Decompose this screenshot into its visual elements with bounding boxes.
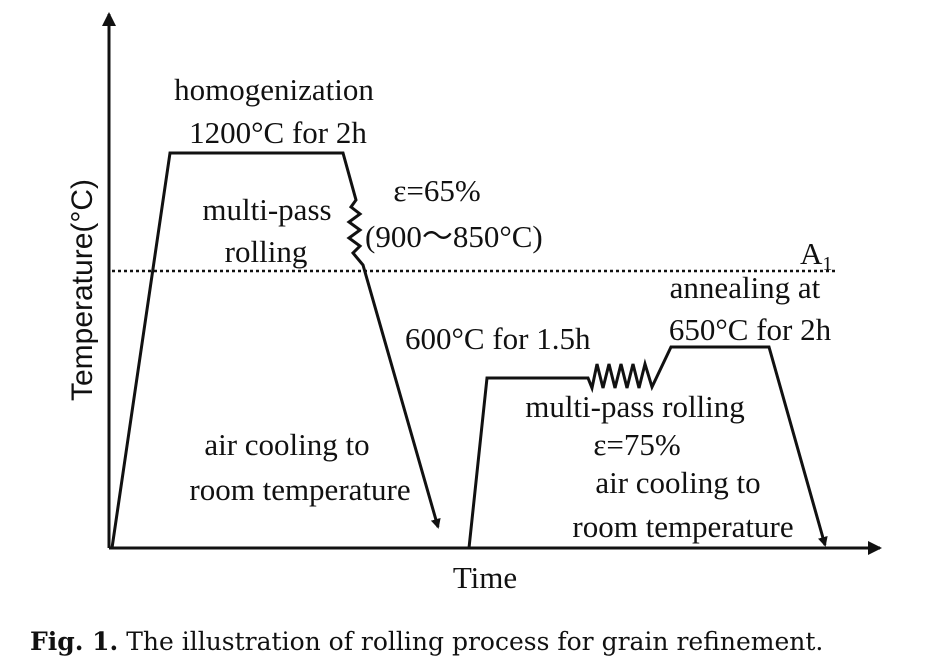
cool1-label-a: air cooling to bbox=[204, 427, 369, 462]
stage1-profile bbox=[110, 151, 441, 549]
homog-temp-label: 1200°C for 2h bbox=[189, 115, 367, 150]
strain2-label: ε=75% bbox=[593, 427, 680, 462]
x-axis-label: Time bbox=[453, 560, 517, 595]
rolling2-label: multi-pass rolling bbox=[525, 389, 745, 424]
hold2-label: 600°C for 1.5h bbox=[405, 321, 591, 356]
y-axis-label: Temperature(°C) bbox=[66, 179, 99, 401]
range1-label: (900～850°C) bbox=[365, 219, 543, 254]
rolling1-label-a: multi-pass bbox=[202, 192, 331, 227]
cool2-label-a: air cooling to bbox=[595, 465, 760, 500]
caption-text: The illustration of rolling process for … bbox=[126, 627, 823, 656]
strain1-label: ε=65% bbox=[393, 173, 480, 208]
a1-label: A1 bbox=[800, 236, 832, 275]
cool2-label-b: room temperature bbox=[572, 509, 793, 544]
cool1-label-b: room temperature bbox=[189, 472, 410, 507]
stage2-profile bbox=[467, 345, 828, 549]
anneal-label-a: annealing at bbox=[670, 270, 821, 305]
anneal-label-b: 650°C for 2h bbox=[669, 312, 832, 347]
homogenization-label: homogenization bbox=[174, 72, 374, 107]
caption-label: Fig. 1. bbox=[30, 627, 118, 656]
figure-caption: Fig. 1. The illustration of rolling proc… bbox=[30, 627, 823, 656]
rolling1-label-b: rolling bbox=[225, 234, 308, 269]
